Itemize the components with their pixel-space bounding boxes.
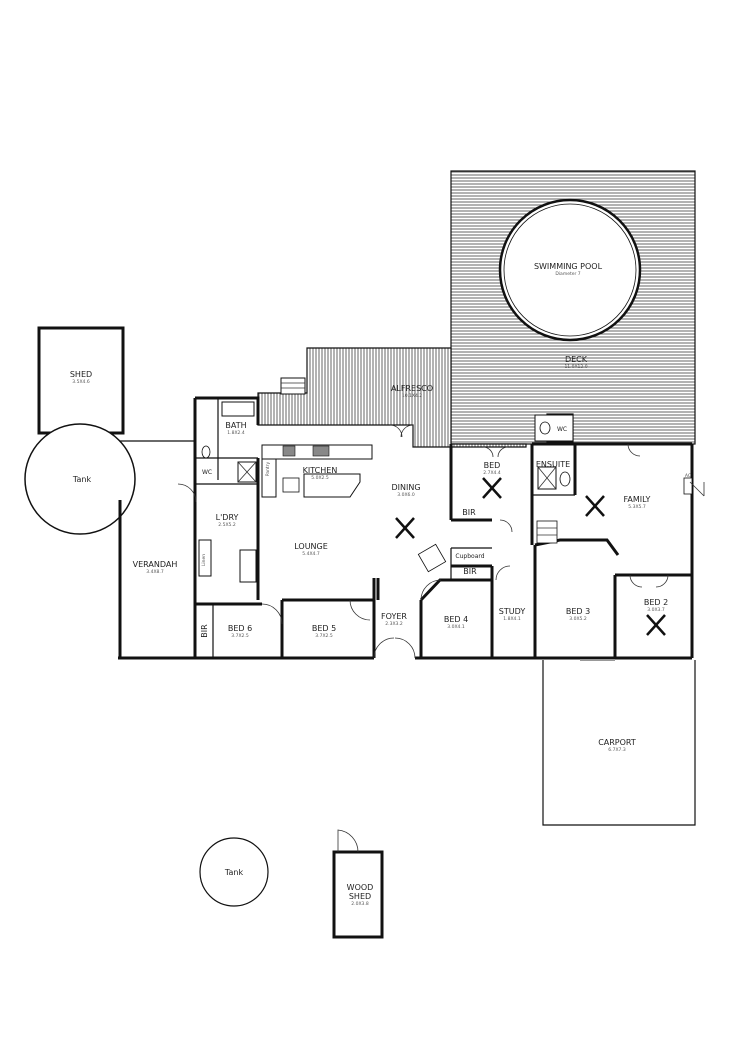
bed4-dim: 3.0X4.1 (447, 624, 465, 630)
carport (542, 659, 696, 826)
bath-label: BATH (225, 421, 246, 430)
verandah-label: VERANDAH (133, 560, 178, 569)
ensuite-label: ENSUITE (536, 460, 570, 469)
carport-label: CARPORT (598, 738, 636, 747)
dining-label: DINING (391, 483, 420, 492)
family-dim: 5.3X5.7 (628, 504, 646, 510)
shed-dim: 3.5X4.6 (72, 379, 90, 385)
house-walls (118, 396, 705, 660)
shed-label: SHED (70, 370, 92, 379)
tank-bottom (199, 837, 269, 907)
deck-area (450, 170, 696, 445)
bed1-label: BED (484, 461, 501, 470)
wood-shed-label-1: WOOD (347, 883, 374, 892)
verandah (118, 440, 195, 658)
bed6-label: BED 6 (228, 624, 252, 633)
cupboard-label: Cupboard (455, 553, 484, 560)
alfresco-dim: 10.1X4.2 (402, 393, 422, 399)
bath-dim: 1.8X2.4 (227, 430, 245, 436)
linen-label: Linen (201, 554, 207, 566)
deck-label: DECK (565, 355, 588, 364)
lounge-label: LOUNGE (294, 542, 328, 551)
alfresco-area (257, 347, 527, 448)
bir2-label: BIR (463, 567, 477, 576)
deck-dim: 11.0X12.0 (564, 364, 587, 370)
wood-shed-dim: 2.0X3.8 (351, 901, 369, 907)
alfresco-label: ALFRESCO (391, 384, 433, 393)
carport-dim: 6.7X7.3 (608, 747, 626, 753)
bed2-dim: 3.0X3.7 (647, 607, 665, 613)
bir1-label: BIR (462, 508, 476, 517)
family-label: FAMILY (624, 495, 651, 504)
bed5-dim: 3.7X2.5 (315, 633, 333, 639)
bed1-dim: 2.7X4.4 (483, 470, 501, 476)
ceiling-fan-icon (395, 477, 666, 636)
bed6-dim: 3.7X2.5 (231, 633, 249, 639)
swimming-pool-dim: Diameter 7 (555, 271, 580, 277)
swimming-pool (498, 198, 642, 342)
bir3-label: BIR (200, 624, 209, 638)
wood-shed-label-2: SHED (349, 892, 371, 901)
kitchen-label: KITCHEN (303, 466, 338, 475)
bed4-label: BED 4 (444, 615, 468, 624)
ac-label: AC (685, 473, 691, 479)
ldry-dim: 2.5X5.2 (218, 522, 236, 528)
bed3-label: BED 3 (566, 607, 590, 616)
wc-right-label: WC (557, 426, 567, 433)
foyer-label: FOYER (381, 612, 407, 621)
study-dim: 1.8X4.1 (503, 616, 521, 622)
bed2-label: BED 2 (644, 598, 668, 607)
bed5-label: BED 5 (312, 624, 336, 633)
bed3-dim: 3.0X5.2 (569, 616, 587, 622)
tank-top-label: Tank (72, 475, 92, 484)
dining-dim: 3.0X6.0 (397, 492, 415, 498)
verandah-dim: 3.4X8.7 (146, 569, 164, 575)
lounge-dim: 5.4X4.7 (302, 551, 320, 557)
ldry-label: L'DRY (216, 513, 239, 522)
wc-left-label: WC (202, 469, 212, 476)
swimming-pool-label: SWIMMING POOL (534, 262, 603, 271)
foyer-dim: 2.3X3.2 (385, 621, 403, 627)
kitchen-dim: 5.0X2.5 (311, 475, 329, 481)
study-label: STUDY (499, 607, 526, 616)
wood-shed (332, 829, 384, 939)
tank-bottom-label: Tank (224, 868, 244, 877)
pantry-label: Pantry (265, 461, 271, 476)
tank-top (24, 423, 136, 535)
